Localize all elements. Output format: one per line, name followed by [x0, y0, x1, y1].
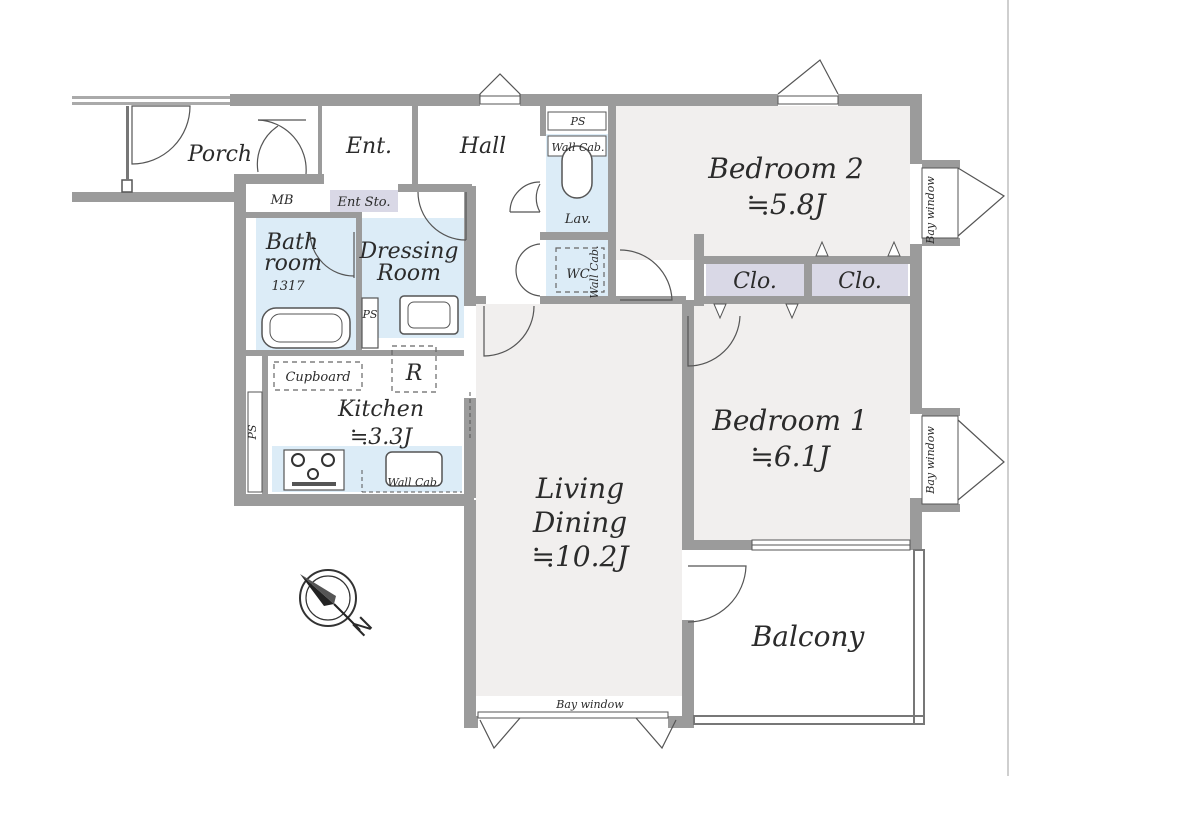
bedroom2-floor: [613, 106, 910, 260]
porch-label: Porch: [187, 142, 252, 167]
refrigerator-box: [391, 345, 437, 393]
wc-label: WC: [566, 267, 589, 282]
page-border: [1007, 0, 1009, 776]
lavatory-label: Lav.: [564, 212, 591, 227]
ps-bath-label: PS: [362, 308, 378, 321]
bathtub: [261, 307, 351, 349]
balcony-label: Balcony: [751, 620, 866, 653]
closet-a-label: Clo.: [733, 269, 777, 294]
north-label: N: [349, 613, 378, 642]
bay-window-ld-label: Bay window: [555, 698, 624, 711]
toilet-icon: [561, 145, 593, 199]
living-label-2: Dining: [532, 506, 627, 539]
living-floor: [476, 304, 682, 696]
ps-kitchen-label: PS: [246, 424, 259, 440]
cupboard-label: Cupboard: [285, 370, 350, 385]
bedroom1-size: ≒6.1J: [750, 440, 831, 473]
refrigerator-label: R: [405, 361, 423, 386]
fixtures: [247, 111, 607, 493]
closet-a-floor: [706, 264, 804, 296]
entrance-label: Ent.: [345, 134, 392, 159]
bedroom2-label: Bedroom 2: [707, 152, 863, 185]
bathroom-label-2: room: [264, 251, 322, 276]
mb-label: MB: [270, 193, 294, 208]
doors: [131, 59, 1006, 750]
closet-b-label: Clo.: [838, 269, 882, 294]
bay-window-b1-label: Bay window: [924, 426, 937, 495]
room-labels: Porch Ent. Hall PS Wall Cab. Lav. WC Wal…: [187, 115, 937, 711]
bedroom1-floor: [694, 302, 910, 540]
ps-bath-box: [361, 297, 379, 349]
living-label-1: Living: [535, 472, 624, 505]
hall-label: Hall: [459, 134, 506, 159]
kitchen-label: Kitchen: [337, 397, 424, 422]
wall-cab-kitchen-label: Wall Cab.: [388, 476, 441, 489]
bay-window-b2-label: Bay window: [924, 176, 937, 245]
bedroom2-size: ≒5.8J: [746, 188, 827, 221]
entrance-storage-floor: [330, 190, 398, 212]
wall-cab-top-label: Wall Cab.: [552, 141, 605, 154]
compass-icon: [299, 569, 361, 631]
bedroom1-label: Bedroom 1: [711, 404, 867, 437]
living-size: ≒10.2J: [531, 540, 630, 573]
wc-cabinet: [555, 247, 605, 293]
bathroom-code: 1317: [271, 279, 305, 294]
walls: [72, 94, 960, 728]
ps-top-label: PS: [570, 115, 586, 128]
dressing-label-2: Room: [376, 261, 441, 286]
wall-cab-wc-label: Wall Cab.: [588, 246, 601, 299]
wash-basin: [399, 295, 459, 335]
dressing-label-1: Dressing: [358, 239, 458, 264]
bathroom-label-1: Bath: [265, 230, 318, 255]
entrance-storage-label: Ent Sto.: [336, 195, 390, 210]
kitchen-sink: [385, 451, 443, 487]
closet-b-floor: [812, 264, 908, 296]
cupboard-box: [273, 361, 363, 391]
kitchen-size: ≒3.3J: [350, 425, 413, 450]
